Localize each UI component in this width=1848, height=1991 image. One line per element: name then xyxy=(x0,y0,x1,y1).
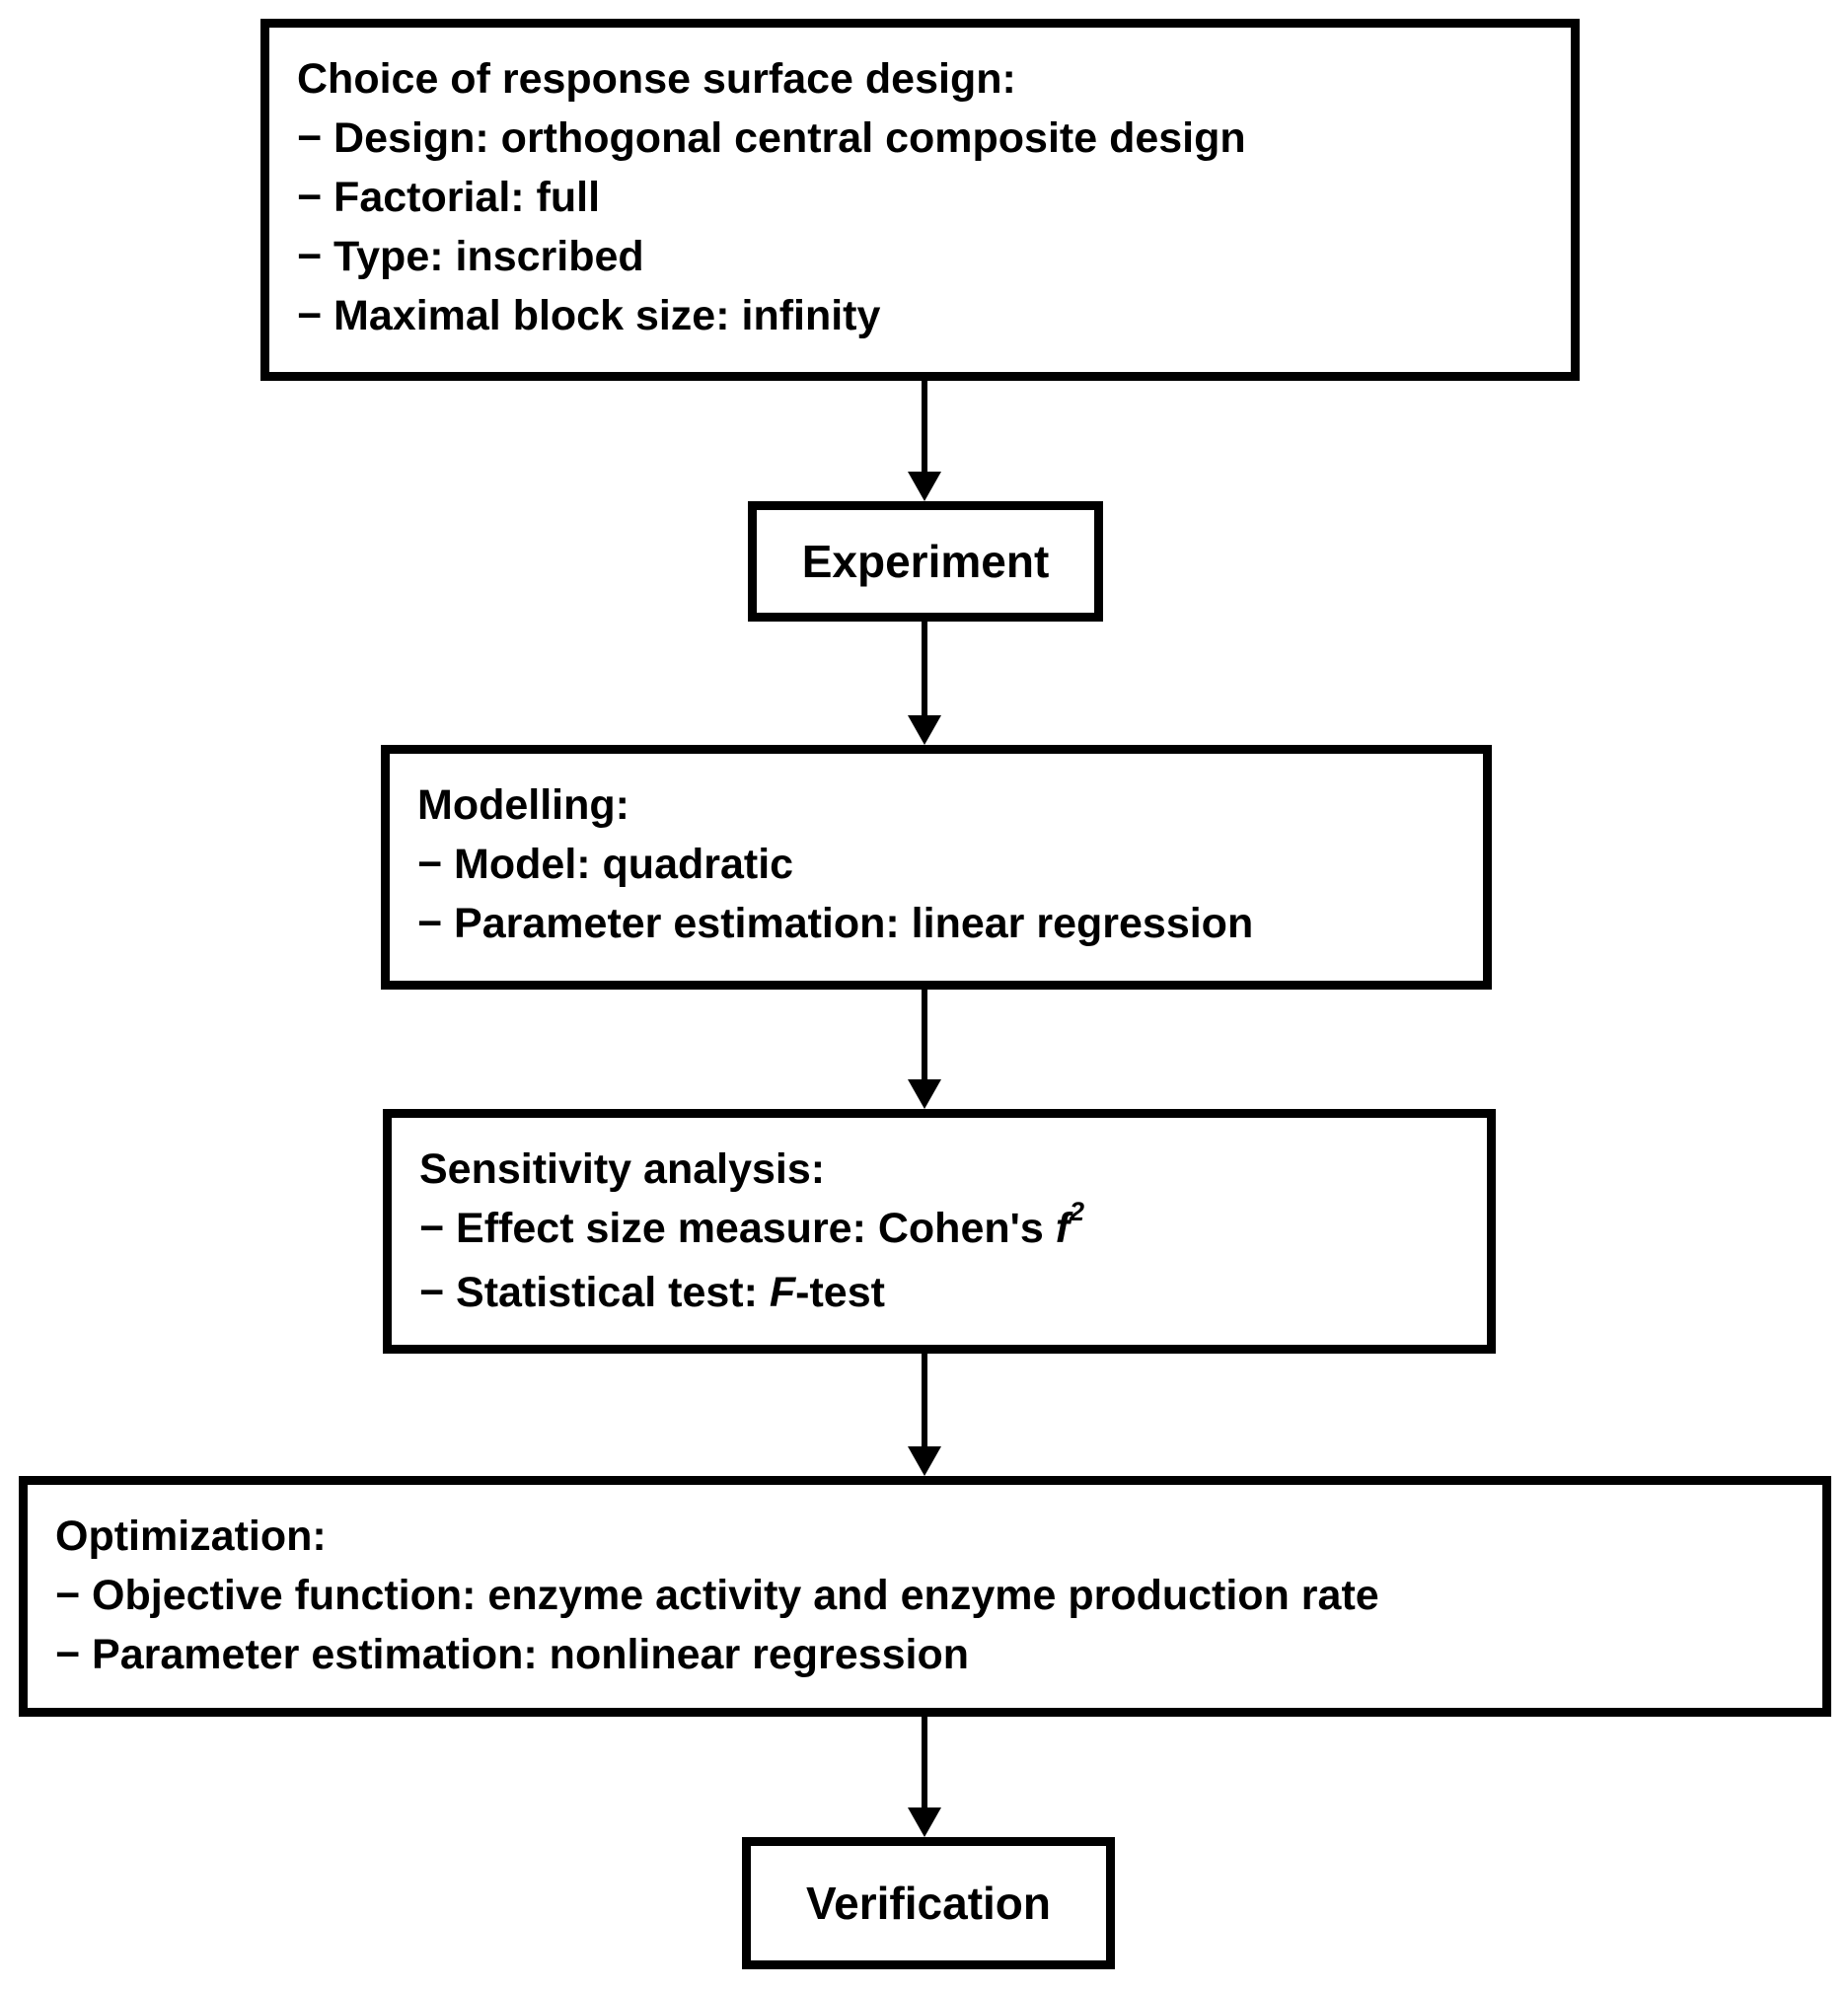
flow-box-modelling: Modelling: − Model: quadratic − Paramete… xyxy=(381,745,1492,990)
effect-size-exponent: 2 xyxy=(1070,1197,1085,1226)
flow-box-sensitivity-analysis: Sensitivity analysis: − Effect size meas… xyxy=(383,1109,1496,1354)
design-item-type: − Type: inscribed xyxy=(297,233,644,280)
arrow-modelling-to-sensitivity xyxy=(907,990,942,1109)
modelling-box-title: Modelling: xyxy=(417,781,629,829)
sensitivity-box-title: Sensitivity analysis: xyxy=(419,1145,826,1193)
statistical-test-text: − Statistical test: xyxy=(419,1269,770,1316)
flow-box-experiment: Experiment xyxy=(748,501,1103,622)
arrow-head-icon xyxy=(908,472,941,501)
optimization-item-objective-function: − Objective function: enzyme activity an… xyxy=(55,1572,1379,1619)
optimization-box-title: Optimization: xyxy=(55,1512,327,1560)
arrow-head-icon xyxy=(908,1446,941,1476)
arrow-shaft xyxy=(922,381,927,478)
modelling-item-model: − Model: quadratic xyxy=(417,841,794,888)
arrow-optimization-to-verification xyxy=(907,1717,942,1837)
arrow-design-to-experiment xyxy=(907,381,942,501)
flow-box-optimization: Optimization: − Objective function: enzy… xyxy=(19,1476,1831,1717)
arrow-sensitivity-to-optimization xyxy=(907,1354,942,1476)
arrow-experiment-to-modelling xyxy=(907,622,942,745)
arrow-head-icon xyxy=(908,1807,941,1837)
experiment-box-label: Experiment xyxy=(801,536,1050,587)
arrow-shaft xyxy=(922,990,927,1085)
design-item-design: − Design: orthogonal central composite d… xyxy=(297,114,1246,162)
flow-box-verification: Verification xyxy=(742,1837,1115,1969)
optimization-item-parameter-estimation: − Parameter estimation: nonlinear regres… xyxy=(55,1631,970,1678)
flow-box-design: Choice of response surface design: − Des… xyxy=(260,19,1580,381)
arrow-shaft xyxy=(922,622,927,721)
statistical-test-suffix: -test xyxy=(795,1269,885,1316)
arrow-shaft xyxy=(922,1354,927,1452)
arrow-shaft xyxy=(922,1717,927,1813)
modelling-item-parameter-estimation: − Parameter estimation: linear regressio… xyxy=(417,900,1254,947)
arrow-head-icon xyxy=(908,1079,941,1109)
design-item-factorial: − Factorial: full xyxy=(297,174,601,221)
sensitivity-item-effect-size: − Effect size measure: Cohen's f2 xyxy=(419,1197,1459,1263)
design-item-block-size: − Maximal block size: infinity xyxy=(297,292,881,339)
effect-size-symbol: f xyxy=(1055,1205,1071,1252)
verification-box-label: Verification xyxy=(806,1878,1051,1929)
sensitivity-item-statistical-test: − Statistical test: F-test xyxy=(419,1263,1459,1322)
arrow-head-icon xyxy=(908,715,941,745)
statistical-test-symbol: F xyxy=(769,1269,796,1316)
design-box-title: Choice of response surface design: xyxy=(297,55,1016,103)
effect-size-text: − Effect size measure: Cohen's xyxy=(419,1205,1056,1252)
